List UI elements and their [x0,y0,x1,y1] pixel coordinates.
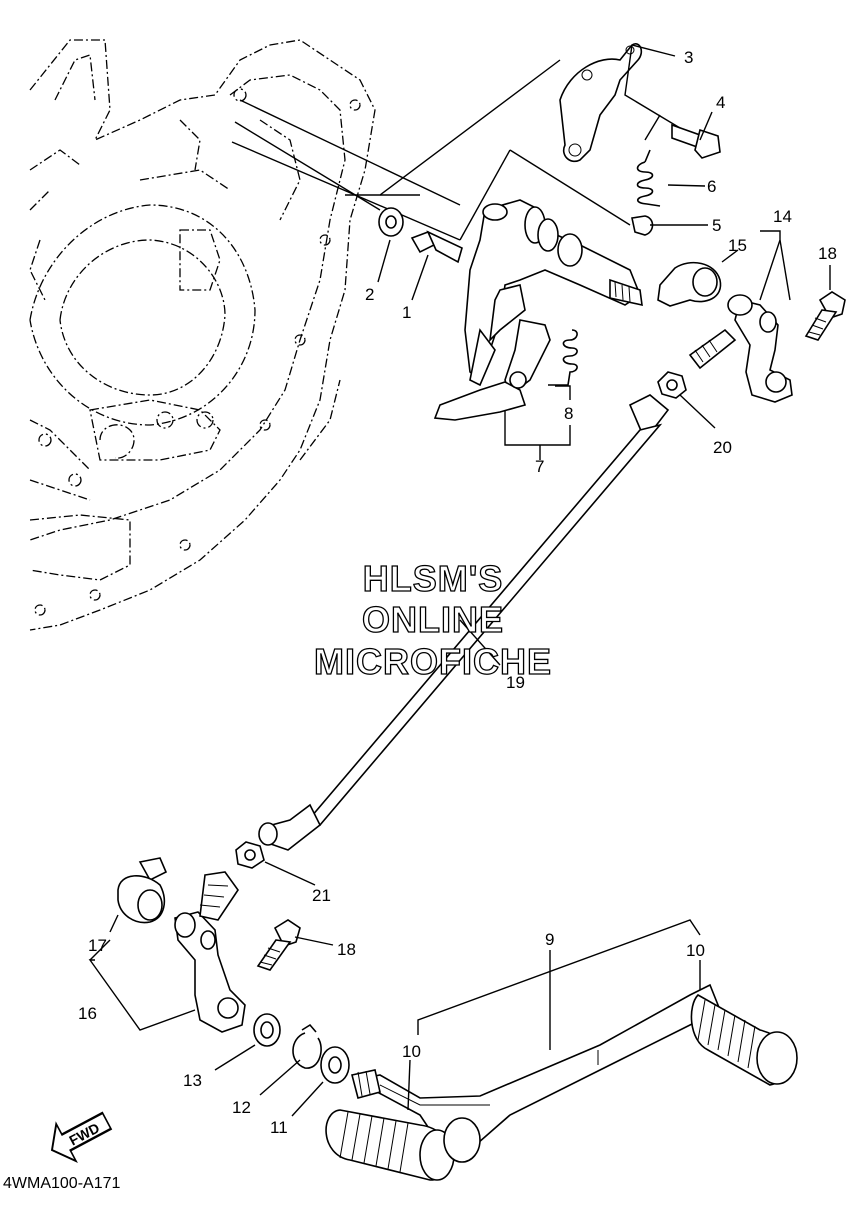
callout-10-left: 10 [402,1042,421,1061]
pin-5 [631,215,654,236]
callout-1: 1 [402,303,411,322]
callout-14: 14 [773,207,792,226]
callout-9: 9 [545,930,554,949]
shift-shaft-assembly [433,199,643,421]
fwd-arrow-icon: FWD [50,1111,113,1163]
callout-17: 17 [88,936,107,955]
callout-6: 6 [707,177,716,196]
rod-end-15 [657,261,722,307]
callout-18-bottom: 18 [337,940,356,959]
callout-3: 3 [684,48,693,67]
shift-arm-14 [688,294,793,403]
watermark-line-2: ONLINE [362,599,504,640]
callout-12: 12 [232,1098,251,1117]
spring-8 [548,329,578,386]
callout-8: 8 [564,404,573,423]
spring-6 [636,149,661,207]
watermark-line-3: MICROFICHE [314,641,552,682]
nut-20 [657,371,687,399]
callout-13: 13 [183,1071,202,1090]
shift-stopper-plate [559,43,643,163]
diagram-code: 4WMA100-A171 [3,1175,120,1192]
callout-16: 16 [78,1004,97,1023]
leader-lines [88,44,831,1117]
rod-end-17 [117,857,168,924]
callout-2: 2 [365,285,374,304]
callout-labels: 1 2 3 4 5 6 7 8 9 10 10 11 12 13 14 15 1… [78,48,837,1137]
alignment-lines [231,59,631,241]
pedal-rubber-10-left [325,1109,481,1181]
pedal-rubber-10-right [690,994,798,1086]
bolt-18-bottom [256,919,301,971]
callout-11: 11 [270,1118,288,1137]
bolt-4 [671,123,721,159]
callout-21: 21 [312,886,331,905]
shift-arm-16 [174,871,246,1033]
callout-10-right: 10 [686,941,705,960]
nut-21 [235,841,265,869]
circlip-12 [292,1023,322,1069]
callout-18-top: 18 [818,244,837,263]
washer-2 [378,207,404,237]
watermark-line-1: HLSM'S [363,558,504,599]
bolt-18-top [804,291,846,341]
shift-rod-19 [258,394,670,851]
callout-15: 15 [728,236,747,255]
washer-11 [320,1046,350,1084]
collar-13 [253,1013,281,1047]
callout-5: 5 [712,216,721,235]
watermark: HLSM'S ONLINE MICROFICHE [313,557,552,682]
collar-1 [410,230,463,264]
callout-4: 4 [716,93,725,112]
crankcase-outline [29,39,376,631]
callout-20: 20 [713,438,732,457]
callout-19: 19 [506,673,525,692]
callout-7: 7 [535,457,544,476]
